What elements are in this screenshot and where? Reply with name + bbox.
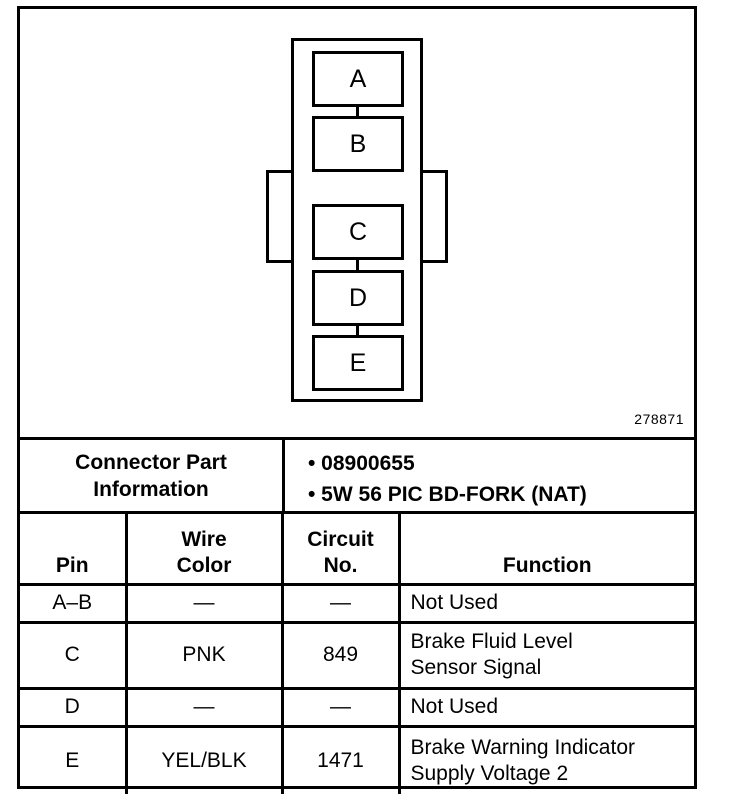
circuit-cell: 849 <box>280 620 401 690</box>
info-divider <box>282 440 285 511</box>
circuit-cell: — <box>280 686 401 728</box>
header-circuit-line2: No. <box>323 553 358 577</box>
connector-info-label: Connector Part Information <box>20 440 282 511</box>
header-pin: Pin <box>20 514 128 586</box>
function-line1: Brake Fluid Level <box>410 630 573 653</box>
cavity-link-a-b <box>356 102 359 118</box>
table-row: E YEL/BLK 1471 Brake Warning Indicator S… <box>20 724 694 794</box>
cavity-c: C <box>312 204 404 260</box>
cavity-link-c-d <box>356 259 359 273</box>
connector-right-latch <box>420 170 448 263</box>
cavity-e: E <box>312 335 404 391</box>
table-header-row: Pin Wire Color Circuit No. Function <box>20 514 694 586</box>
function-line2: Sensor Signal <box>410 656 542 679</box>
header-wire-color-line1: Wire <box>181 527 227 551</box>
header-function: Function <box>397 514 694 586</box>
header-circuit-line1: Circuit <box>307 527 374 551</box>
cavity-a-label: A <box>349 64 367 93</box>
pin-cell: D <box>20 686 128 728</box>
connector-diagram: A B C D E 278871 <box>20 9 694 439</box>
cavity-a: A <box>312 51 404 107</box>
function-cell: Brake Fluid Level Sensor Signal <box>397 620 694 690</box>
wire-color-cell: YEL/BLK <box>124 724 284 794</box>
function-line2: Supply Voltage 2 <box>410 761 569 785</box>
header-function-label: Function <box>502 553 592 577</box>
function-line1: Not Used <box>410 591 499 614</box>
cavity-b: B <box>312 116 404 172</box>
wire-color-cell: — <box>124 582 284 624</box>
connector-description: • 5W 56 PIC BD-FORK (NAT) <box>308 483 587 506</box>
connector-left-latch <box>266 170 294 263</box>
header-wire-color: Wire Color <box>124 514 284 586</box>
connector-info-label-line1: Connector Part <box>75 450 227 474</box>
circuit-cell: — <box>280 582 401 624</box>
table-row: C PNK 849 Brake Fluid Level Sensor Signa… <box>20 620 694 690</box>
function-cell: Not Used <box>397 582 694 624</box>
cavity-d-label: D <box>348 283 368 312</box>
cavity-e-label: E <box>349 348 367 377</box>
info-table-divider <box>20 511 694 514</box>
function-cell: Not Used <box>397 686 694 728</box>
function-cell: Brake Warning Indicator Supply Voltage 2 <box>397 724 694 794</box>
pinout-table: Pin Wire Color Circuit No. Function A–B … <box>20 514 694 794</box>
function-line1: Not Used <box>410 695 499 718</box>
connector-info-row: Connector Part Information • 08900655 • … <box>20 440 694 511</box>
pin-cell: C <box>20 620 128 690</box>
header-wire-color-line2: Color <box>176 553 232 577</box>
connector-end-view-frame: A B C D E 278871 Connector Part Informat… <box>17 6 697 794</box>
function-line1: Brake Warning Indicator <box>410 735 636 759</box>
connector-info-label-line2: Information <box>93 477 209 501</box>
table-row: A–B — — Not Used <box>20 582 694 624</box>
cavity-d: D <box>312 270 404 326</box>
pin-cell: A–B <box>20 582 128 624</box>
pin-cell: E <box>20 724 128 794</box>
connector-info-list: • 08900655 • 5W 56 PIC BD-FORK (NAT) <box>308 448 587 510</box>
header-circuit-no: Circuit No. <box>280 514 401 586</box>
table-row: D — — Not Used <box>20 686 694 728</box>
illustration-number: 278871 <box>634 411 684 427</box>
diagram-table-divider <box>20 437 694 440</box>
cavity-c-label: C <box>348 217 368 246</box>
header-pin-label: Pin <box>55 553 89 577</box>
circuit-cell: 1471 <box>280 724 401 794</box>
connector-part-number: • 08900655 <box>308 452 415 475</box>
wire-color-cell: PNK <box>124 620 284 690</box>
cavity-b-label: B <box>349 129 367 158</box>
wire-color-cell: — <box>124 686 284 728</box>
cavity-link-d-e <box>356 324 359 338</box>
